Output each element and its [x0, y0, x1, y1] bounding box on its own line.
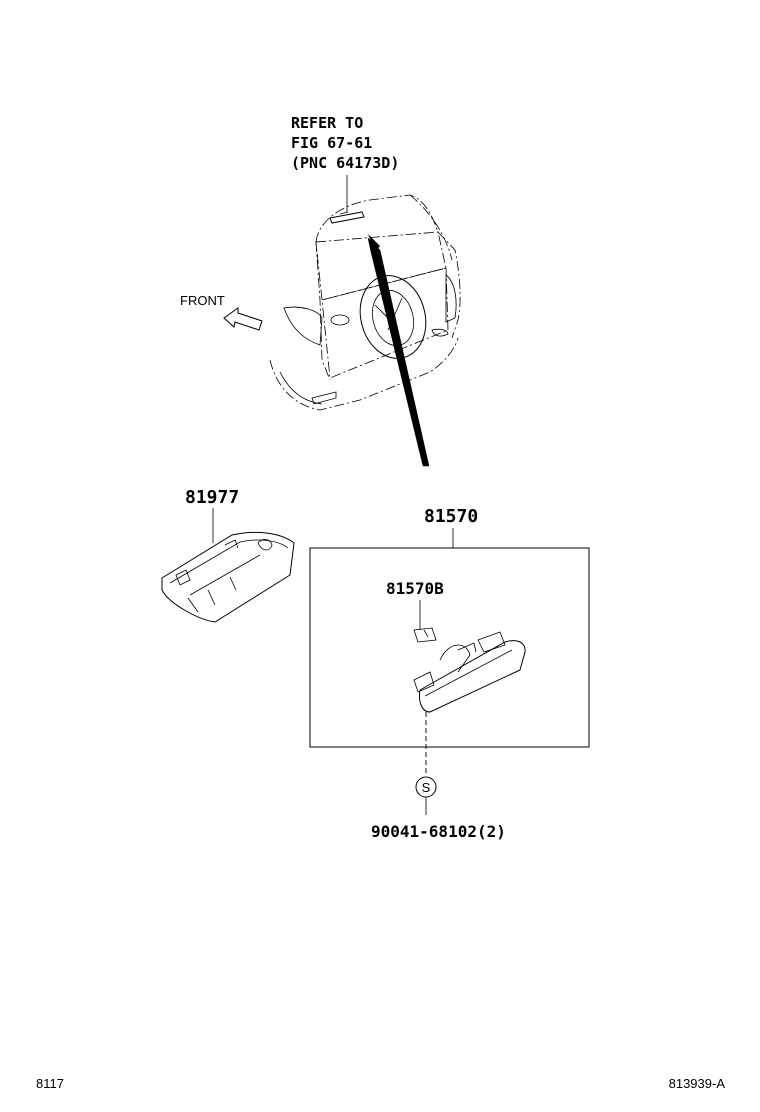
stop-lamp-on-car — [329, 211, 365, 224]
cover-detail-lines — [187, 576, 237, 613]
back-door-panel — [321, 267, 449, 379]
right-body-edge — [437, 231, 461, 339]
bulb-part-number: 81570B — [386, 579, 444, 598]
bulb-filament — [423, 629, 429, 638]
screw-part-number: 90041-68102(2) — [371, 822, 506, 841]
front-label: FRONT — [180, 293, 225, 308]
lamp-body — [419, 640, 526, 713]
reference-note-line-2: FIG 67-61 — [291, 134, 372, 152]
lamp-bracket-right — [477, 631, 506, 653]
right-tail-lamp — [445, 274, 457, 323]
rear-glass — [315, 231, 447, 301]
front-arrow-icon — [223, 307, 263, 331]
license-plate-lamp — [311, 391, 337, 405]
part-lamp-assembly-81570: 81570 81570B S 90041-68102(2) — [309, 506, 590, 841]
reference-note: REFER TO FIG 67-61 (PNC 64173D) — [291, 114, 399, 212]
screw-symbol: S — [422, 780, 431, 795]
cover-clip-right — [257, 539, 273, 551]
cover-rib — [189, 554, 261, 596]
front-indicator: FRONT — [180, 293, 263, 331]
cover-clip-top — [224, 539, 239, 549]
lamp-detail — [457, 642, 477, 653]
location-pointer-tip — [368, 234, 380, 252]
stop-lamp-detail — [339, 211, 349, 215]
vehicle-rear-illustration — [269, 194, 461, 467]
left-body-edge — [315, 241, 331, 381]
lamp-lens-edge — [424, 649, 513, 697]
door-handle — [330, 314, 350, 326]
rear-bumper — [269, 337, 459, 411]
footer-left-code: 8117 — [36, 1076, 64, 1091]
lamp-socket — [439, 644, 471, 673]
lamp-assembly-part-number: 81570 — [424, 506, 478, 527]
reference-note-line-1: REFER TO — [291, 114, 363, 132]
roof-outline — [315, 194, 439, 243]
cover-clip-left — [175, 569, 191, 586]
cover-part-number: 81977 — [185, 487, 239, 508]
right-pillar — [409, 194, 453, 261]
location-pointer-arrow — [367, 237, 430, 467]
reflector — [431, 328, 449, 337]
part-cover-81977: 81977 — [161, 487, 295, 623]
bulb — [413, 627, 437, 643]
lamp-bracket-left — [413, 671, 435, 693]
bumper-line — [279, 371, 323, 405]
left-tail-lamp — [283, 306, 323, 346]
reference-note-line-3: (PNC 64173D) — [291, 154, 399, 172]
lamp-assembly-box — [309, 547, 590, 748]
footer-right-code: 813939-A — [669, 1076, 726, 1091]
cover-outline — [161, 531, 295, 623]
cover-inner-edge — [169, 539, 289, 584]
